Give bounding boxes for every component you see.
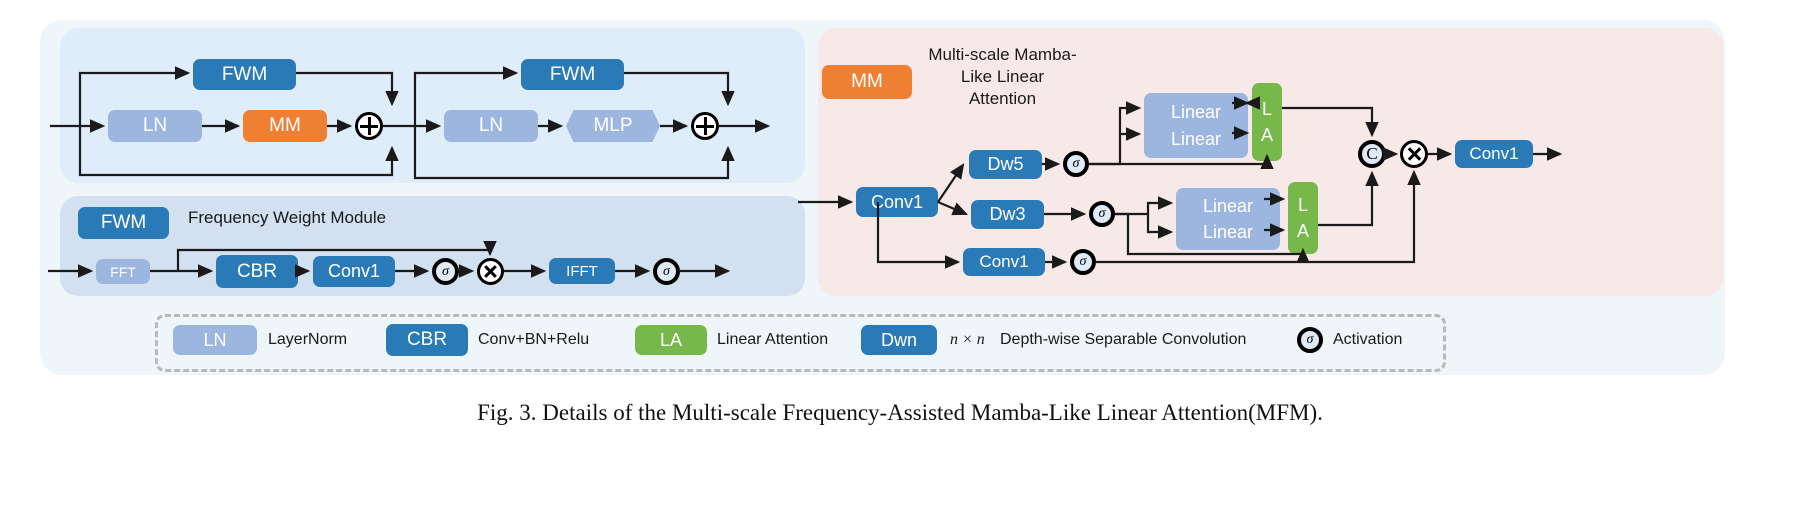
node-la-bottom[interactable]: L A	[1288, 182, 1318, 254]
node-label: CBR	[236, 260, 278, 282]
legend-badge-cbr: CBR	[386, 324, 468, 356]
node-label: FWM	[549, 63, 596, 85]
node-label-line-1: Linear	[1170, 101, 1222, 122]
legend-label-sigma: Activation	[1333, 331, 1403, 348]
legend-label-la: Linear Attention	[717, 331, 829, 348]
legend-badge-ln: LN	[173, 325, 257, 355]
op-sigma-fwm-2: σ	[653, 258, 680, 285]
legend-badge-sigma: σ	[1297, 327, 1323, 353]
op-add-stage2	[691, 112, 719, 140]
legend-badge-label: LA	[659, 329, 683, 350]
mfm-block-panel	[60, 28, 805, 183]
node-fft[interactable]: FFT	[96, 259, 150, 284]
node-label: MLP	[593, 115, 633, 136]
node-dw5[interactable]: Dw5	[969, 150, 1042, 179]
node-ln-stage2[interactable]: LN	[444, 110, 538, 142]
mm-title-line-3: Attention	[968, 89, 1037, 108]
node-label: FFT	[110, 263, 136, 280]
mm-title-line-1: Multi-scale Mamba-	[928, 45, 1077, 64]
node-label: Conv1	[979, 252, 1029, 271]
op-sigma-dw3: σ	[1089, 201, 1115, 227]
node-cbr[interactable]: CBR	[216, 255, 298, 288]
node-label: FWM	[100, 212, 147, 233]
op-sigma-conv1: σ	[1070, 249, 1096, 275]
node-label-line-1: L	[1261, 99, 1272, 119]
legend-label-dwn-prefix: n × n	[950, 331, 985, 348]
fwm-detail-panel	[60, 196, 805, 296]
node-label-line-1: Linear	[1202, 196, 1254, 216]
legend-container	[155, 314, 1446, 372]
node-label-line-2: A	[1260, 125, 1273, 145]
node-label-line-1: L	[1297, 195, 1308, 215]
mm-tag-badge[interactable]: MM	[822, 65, 912, 99]
node-label-line-2: A	[1296, 221, 1309, 241]
legend-label-cbr: Conv+BN+Relu	[478, 331, 590, 348]
node-la-top[interactable]: L A	[1252, 83, 1282, 161]
sigma-glyph: σ	[663, 263, 670, 279]
node-label-line-2: Linear	[1170, 128, 1222, 149]
node-linear-stack-top[interactable]: Linear Linear	[1144, 93, 1248, 158]
legend-badge-la: LA	[635, 325, 707, 355]
node-conv1-mm-branch[interactable]: Conv1	[963, 248, 1045, 276]
op-sigma-dw5: σ	[1063, 151, 1089, 177]
node-label: Conv1	[327, 261, 381, 281]
op-add-stage1	[355, 112, 383, 140]
node-label: Dw5	[987, 154, 1024, 174]
concat-glyph: C	[1366, 144, 1378, 163]
sigma-glyph: σ	[1306, 332, 1314, 347]
node-label-line-2: Linear	[1202, 222, 1254, 242]
mm-title: Multi-scale Mamba- Like Linear Attention	[920, 44, 1085, 110]
op-sigma-fwm-1: σ	[432, 258, 459, 285]
figure-caption: Fig. 3. Details of the Multi-scale Frequ…	[477, 400, 1323, 425]
node-label: MM	[851, 71, 883, 92]
node-label: LN	[142, 115, 168, 136]
op-concat: C	[1358, 140, 1386, 168]
node-label: Dw3	[989, 204, 1026, 224]
op-multiply-mm	[1400, 140, 1428, 168]
node-dw3[interactable]: Dw3	[971, 200, 1044, 229]
op-multiply-fwm	[477, 258, 504, 285]
node-label: Conv1	[870, 191, 924, 212]
node-label: LN	[478, 115, 504, 136]
node-fwm-stage2[interactable]: FWM	[521, 59, 624, 90]
node-linear-stack-bottom[interactable]: Linear Linear	[1176, 188, 1280, 250]
fwm-tag-badge[interactable]: FWM	[78, 207, 169, 239]
node-label: MM	[269, 115, 301, 136]
mm-title-line-2: Like Linear	[960, 67, 1045, 86]
legend-badge-label: LN	[203, 329, 227, 350]
legend-label-dwn: Depth-wise Separable Convolution	[1000, 331, 1247, 348]
node-conv1-mm-input[interactable]: Conv1	[856, 187, 938, 217]
node-label: Conv1	[1469, 144, 1519, 163]
sigma-glyph: σ	[442, 263, 449, 279]
sigma-glyph: σ	[1098, 206, 1106, 221]
node-mlp-stage2[interactable]: MLP	[566, 110, 660, 142]
sigma-glyph: σ	[1079, 254, 1087, 269]
node-ln-stage1[interactable]: LN	[108, 110, 202, 142]
node-conv1-mm-output[interactable]: Conv1	[1455, 140, 1533, 168]
node-fwm-stage1[interactable]: FWM	[193, 59, 296, 90]
fwm-title: Frequency Weight Module	[188, 208, 387, 227]
node-label: FWM	[221, 63, 268, 85]
node-ifft[interactable]: IFFT	[549, 258, 615, 284]
sigma-glyph: σ	[1072, 156, 1080, 171]
legend-badge-dwn: Dwn	[861, 325, 937, 355]
legend-label-ln: LayerNorm	[268, 331, 348, 348]
node-label: IFFT	[566, 262, 598, 280]
node-mm-stage1[interactable]: MM	[243, 110, 327, 142]
node-conv1-fwm[interactable]: Conv1	[313, 256, 395, 287]
legend-badge-label: CBR	[406, 329, 448, 350]
legend-badge-label: Dwn	[880, 329, 917, 350]
